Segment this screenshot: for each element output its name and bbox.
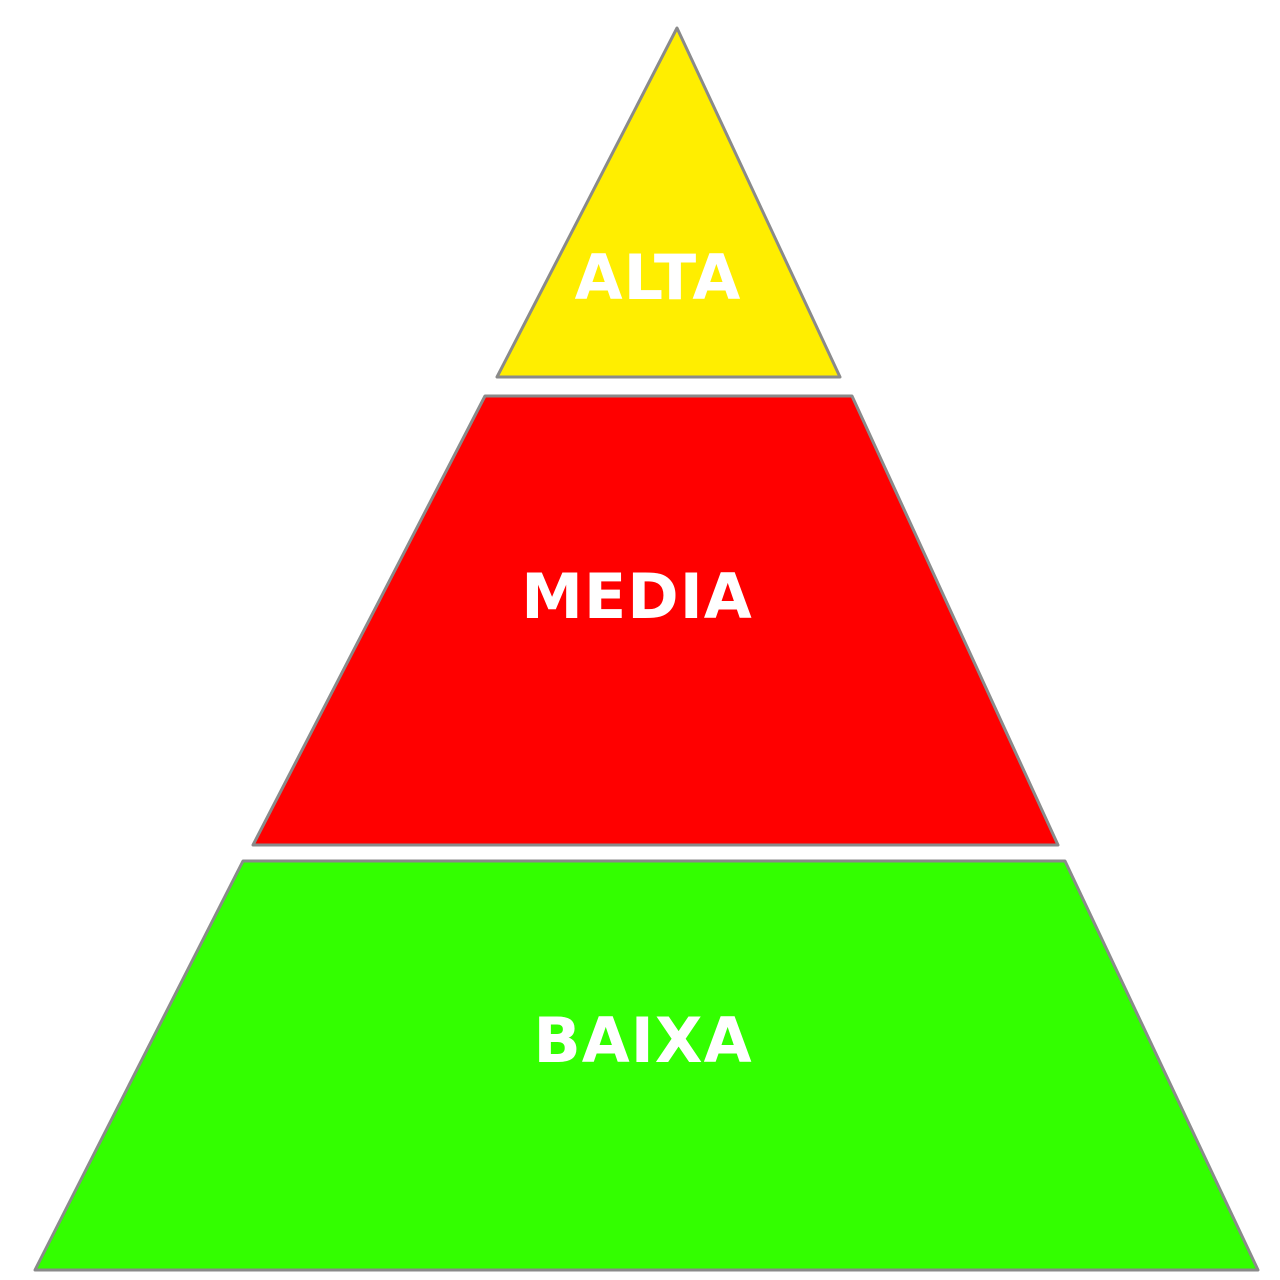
tier-top: ALTA [495, 26, 842, 379]
tier-middle: MEDIA [251, 394, 1060, 847]
tier-top-shape [495, 26, 842, 379]
tier-bottom-label: BAIXA [533, 1004, 752, 1077]
tier-bottom: BAIXA [33, 859, 1260, 1272]
tier-bottom-shape [33, 859, 1260, 1272]
tier-middle-shape [251, 394, 1060, 847]
tier-middle-label: MEDIA [521, 560, 753, 633]
tier-top-label: ALTA [575, 241, 742, 314]
